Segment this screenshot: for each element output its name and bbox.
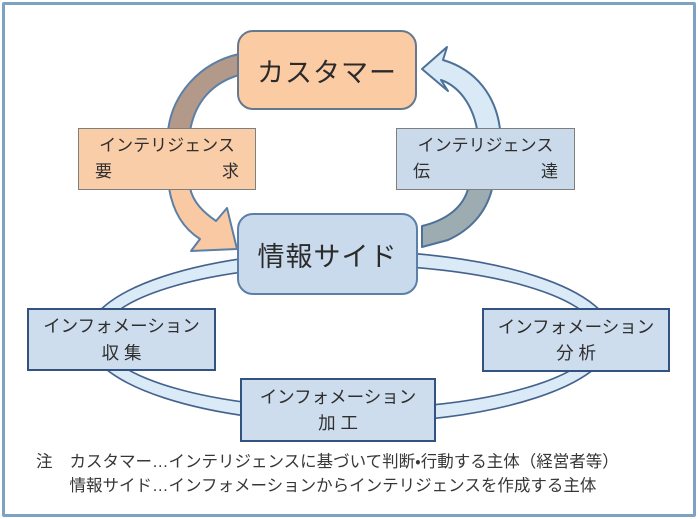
processing-box-line2: 加 工 <box>292 410 384 436</box>
collection-box-char-left: 収 <box>101 342 120 363</box>
footnote-marker: 注 <box>36 453 53 471</box>
collection-box-line2: 収 集 <box>76 340 168 366</box>
intelligence-request-label: インテリジェンス 要 求 <box>78 128 256 190</box>
delivery-arrow-lower-segment <box>421 188 493 248</box>
info-side-node: 情報サイド <box>237 213 418 295</box>
customer-node: カスタマー <box>237 30 417 110</box>
request-label-char-left: 要 <box>95 162 112 181</box>
delivery-label-line2: 伝 達 <box>397 159 574 185</box>
delivery-arrow-head-segment <box>421 46 501 130</box>
request-label-line1: インテリジェンス <box>99 135 235 155</box>
collection-box-line1: インフォメーション <box>43 316 200 337</box>
analysis-box-char-right: 析 <box>578 343 596 363</box>
delivery-label-char-right: 達 <box>541 162 558 181</box>
customer-node-label: カスタマー <box>257 57 397 88</box>
footnote: 注 カスタマー…インテリジェンスに基づいて判断・行動する主体（経営者等） 情報サ… <box>36 450 680 499</box>
analysis-box-line1: インフォメーション <box>497 316 655 337</box>
processing-box-char-left: 加 <box>318 413 336 433</box>
processing-box-char-right: 工 <box>340 413 358 433</box>
collection-box-char-right: 集 <box>123 342 142 363</box>
processing-box-line1: インフォメーション <box>259 386 417 407</box>
delivery-label-line1: インテリジェンス <box>417 135 554 155</box>
request-arrow-upper-segment <box>167 53 240 132</box>
info-side-node-label: 情報サイド <box>257 241 398 272</box>
footnote-line2: 情報サイド…インフォメーションからインテリジェンスを作成する主体 <box>69 477 597 496</box>
information-collection-box: インフォメーション 収 集 <box>27 308 216 371</box>
request-label-char-right: 求 <box>222 162 239 181</box>
intelligence-delivery-label: インテリジェンス 伝 達 <box>396 128 575 190</box>
information-analysis-box: インフォメーション 分 析 <box>482 308 670 372</box>
footnote-lines: カスタマー…インテリジェンスに基づいて判断・行動する主体（経営者等） 情報サイド… <box>70 450 619 499</box>
request-arrow-head-segment <box>168 187 238 252</box>
analysis-box-line2: 分 析 <box>530 340 622 366</box>
analysis-box-char-left: 分 <box>556 343 574 363</box>
footnote-line1: カスタマー…インテリジェンスに基づいて判断・行動する主体（経営者等） <box>69 453 619 471</box>
delivery-label-char-left: 伝 <box>413 162 430 181</box>
information-processing-box: インフォメーション 加 工 <box>240 378 436 442</box>
request-label-line2: 要 求 <box>79 159 255 185</box>
